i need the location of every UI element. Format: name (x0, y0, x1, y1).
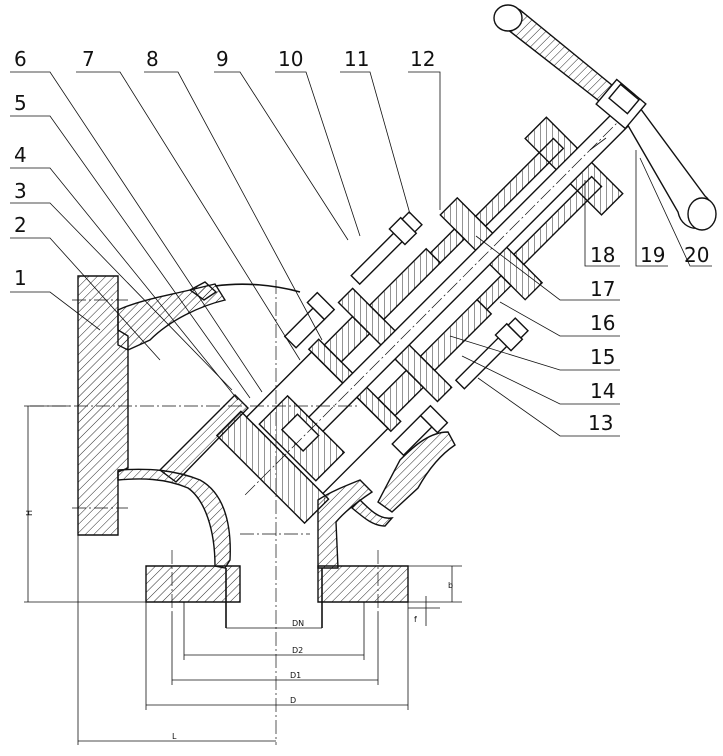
callout-10: 10 (278, 47, 303, 71)
dimension-labels: DN D2 D1 D L H b f (25, 510, 453, 741)
callout-8: 8 (146, 47, 159, 71)
centerlines (30, 280, 379, 745)
callout-6: 6 (14, 47, 27, 71)
bonnet-assembly (215, 98, 642, 525)
callout-17: 17 (590, 277, 615, 301)
callout-4: 4 (14, 143, 27, 167)
callout-5: 5 (14, 91, 27, 115)
dim-b: b (448, 581, 453, 590)
dim-d: D (290, 696, 296, 705)
callout-3: 3 (14, 179, 27, 203)
callout-labels: 1 2 3 4 5 6 7 8 9 10 11 12 13 14 15 16 1… (14, 47, 709, 435)
callout-7: 7 (82, 47, 95, 71)
callout-15: 15 (590, 345, 615, 369)
dim-d1: D1 (290, 671, 301, 680)
callout-13: 13 (588, 411, 613, 435)
dim-d2: D2 (292, 646, 303, 655)
callout-2: 2 (14, 213, 27, 237)
dim-h: H (25, 510, 34, 516)
leader-lines (10, 71, 712, 437)
callout-18: 18 (590, 243, 615, 267)
callout-20: 20 (684, 243, 709, 267)
dim-dn: DN (292, 619, 304, 628)
callout-19: 19 (640, 243, 665, 267)
handle (493, 4, 717, 231)
callout-12: 12 (410, 47, 435, 71)
dim-l: L (172, 732, 177, 741)
callout-9: 9 (216, 47, 229, 71)
dim-f: f (414, 615, 417, 624)
callout-11: 11 (344, 47, 369, 71)
dimension-lines (24, 405, 462, 745)
callout-1: 1 (14, 266, 27, 290)
valve-body (77, 275, 456, 628)
callout-16: 16 (590, 311, 615, 335)
callout-14: 14 (590, 379, 615, 403)
